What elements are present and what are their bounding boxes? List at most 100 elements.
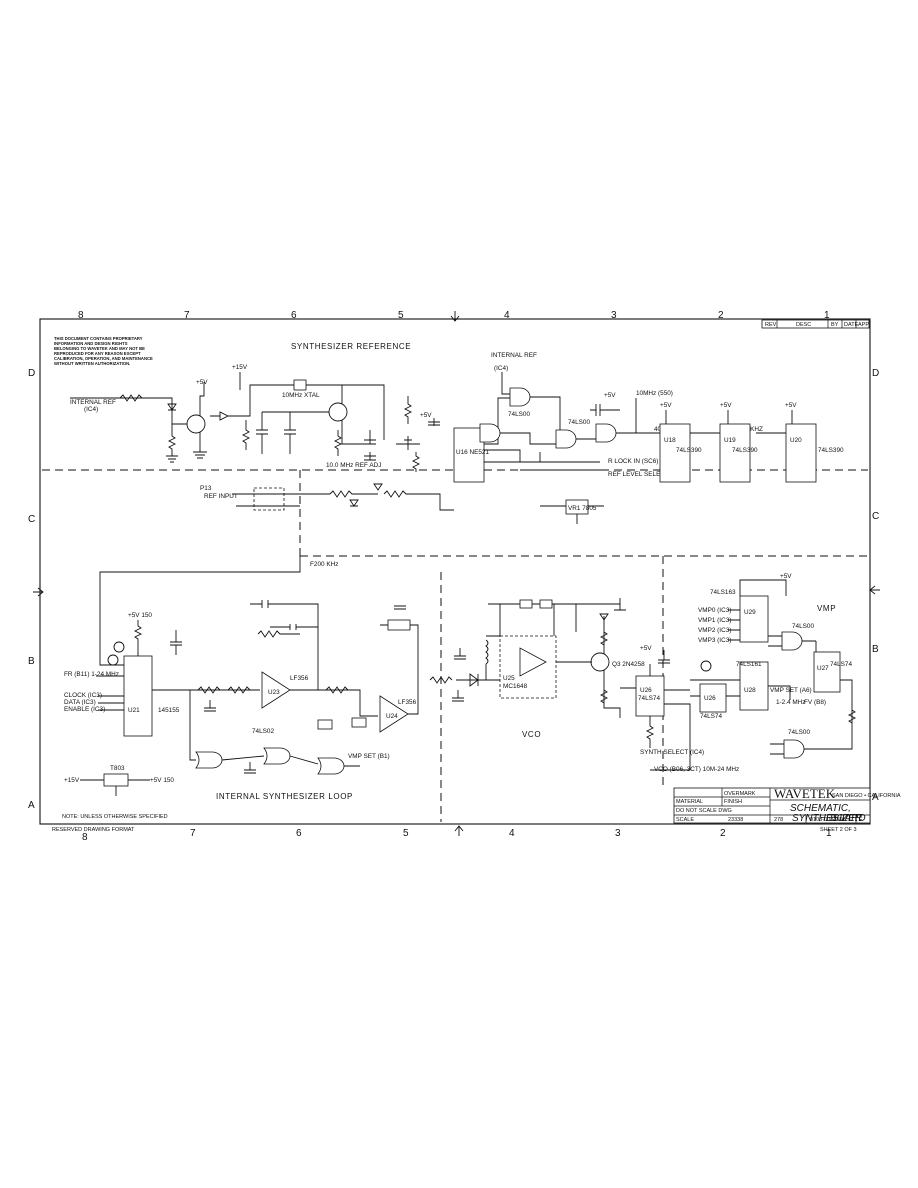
label-clock: CLOCK (IC3) [64, 692, 102, 699]
testpoint-tp1 [113, 641, 125, 653]
diode-cr2 [210, 411, 230, 421]
label-c17-plus5v: +5V [420, 412, 432, 419]
zone-8-top: 8 [78, 310, 84, 321]
capacitor-c35 [317, 719, 333, 730]
capacitor-c34 [351, 717, 367, 728]
zone-1-bottom: 1 [826, 828, 832, 839]
ic-u19 [719, 423, 751, 483]
label-40khz: 40KHZ [743, 426, 763, 433]
wire-ref-input [232, 493, 330, 507]
ic-u25-mc1648 [499, 635, 557, 699]
zone-2-bottom: 2 [720, 828, 726, 839]
capacitor-c16 [396, 436, 420, 450]
label-fr: FR (B11) 1-24 MHz [64, 671, 119, 678]
label-u17b-74ls00: 74LS00 [568, 419, 590, 426]
label-vco-out: VCO (B06, 3CT) 10M-24 MHz [654, 766, 739, 773]
wire-loop-gates [189, 690, 360, 767]
gate-u17b [555, 429, 577, 449]
zone-3-bottom: 3 [615, 828, 621, 839]
label-74ls163: 74LS163 [710, 589, 736, 596]
label-lock-in: R LOCK IN (SC6) [608, 458, 658, 465]
zone-7-top: 7 [184, 310, 190, 321]
label-ic4-top: (IC4) [494, 365, 508, 372]
label-ic4-in: (IC4) [84, 406, 98, 413]
wire-u23-out [290, 689, 378, 717]
label-footer: RESERVED DRAWING FORMAT [52, 827, 135, 833]
label-10mhz: 10MHz (550) [636, 390, 673, 397]
label-q3: Q3 2N4258 [612, 661, 645, 668]
transistor-q2 [328, 402, 348, 422]
label-u17-74ls00: 74LS00 [508, 411, 530, 418]
zone-1-top: 1 [824, 310, 830, 321]
title-line-2: SYNTHESIZER [792, 813, 862, 824]
zone-3-top: 3 [611, 310, 617, 321]
inductor-l1 [485, 639, 489, 665]
row-c-right: C [872, 511, 879, 522]
wire-divider-supplies [665, 410, 793, 424]
wire-u30a [770, 700, 853, 755]
zone-5-bottom: 5 [403, 828, 409, 839]
title-drawing-no: 0103-00-0978 [810, 817, 844, 823]
wire-u30b [768, 635, 816, 647]
resistor-r5 [167, 424, 177, 456]
resistor-r27 [387, 619, 411, 631]
ground-r5 [166, 455, 178, 463]
capacitor-c17 [428, 418, 440, 426]
resistor-r32 [599, 689, 609, 704]
capacitor-c14 [364, 430, 376, 445]
title-drawn: OVERMARK [724, 791, 756, 797]
row-b-left: B [28, 656, 35, 667]
label-t803: T803 [110, 765, 125, 772]
label-u20: U20 [790, 437, 802, 444]
resistor-r22 [257, 630, 300, 638]
label-vmp2: VMP2 (IC3) [698, 627, 731, 634]
resistor-r12 [383, 490, 454, 511]
label-vmp1: VMP1 (IC3) [698, 617, 731, 624]
label-ref-input: REF INPUT [204, 493, 238, 500]
resistor-r34 [847, 709, 857, 724]
label-internal-ref-in: INTERNAL REF [70, 399, 116, 406]
capacitor-c38 [452, 690, 464, 702]
label-vmp3: VMP3 (IC3) [698, 637, 731, 644]
label-ne521: U16 NE521 [456, 449, 489, 456]
crystal-y1 [293, 379, 307, 391]
resistor-r23 [325, 686, 349, 694]
resistor-r29 [411, 452, 421, 472]
label-u26-plus5v: +5V [640, 645, 652, 652]
resistor-r16 [133, 620, 143, 656]
zone-labels-bottom: 8 7 6 5 4 3 2 1 [82, 828, 832, 843]
title-finish: FINISH [724, 799, 742, 805]
wire-crystal-top [228, 384, 385, 440]
label-u20-plus5v: +5V [785, 402, 797, 409]
title-line-1: SCHEMATIC, [790, 803, 851, 814]
label-mc1648: MC1648 [503, 683, 528, 690]
label-u19-plus5v: +5V [720, 402, 732, 409]
label-vmp-set: VMP SET (B1) [348, 753, 390, 760]
wire-f200khz [99, 556, 301, 666]
ic-u26 [635, 675, 665, 717]
resistor-r10 [403, 396, 413, 424]
wire-gate-chain [500, 396, 637, 445]
capacitor-c12 [256, 412, 268, 454]
title-material: MATERIAL [676, 799, 703, 805]
center-arrow-top [450, 311, 460, 322]
wire-vco-output [650, 703, 691, 771]
wire-q1-emitter [193, 432, 207, 459]
zone-labels-top: 8 7 6 5 4 3 2 1 [78, 310, 830, 321]
diode-cr4 [349, 499, 359, 507]
opamp-u23 [261, 671, 291, 709]
capacitor-c44 [658, 650, 670, 664]
resistor-r4 [119, 394, 143, 402]
wire-internal-ref-top [501, 372, 510, 395]
diode-cr6 [469, 673, 479, 687]
label-145155: 145155 [158, 707, 180, 714]
section-title-loop: INTERNAL SYNTHESIZER LOOP [216, 792, 353, 801]
label-u27-74ls74: 74LS74 [830, 661, 852, 668]
label-data: DATA (IC3) [64, 699, 96, 706]
date-col-label: DATE [844, 322, 859, 328]
gate-u17d [479, 423, 501, 443]
resistor-r31 [599, 631, 609, 646]
ic-u26b [699, 683, 727, 713]
label-note: NOTE: UNLESS OTHERWISE SPECIFIED [62, 814, 168, 820]
label-74ls02: 74LS02 [252, 728, 274, 735]
